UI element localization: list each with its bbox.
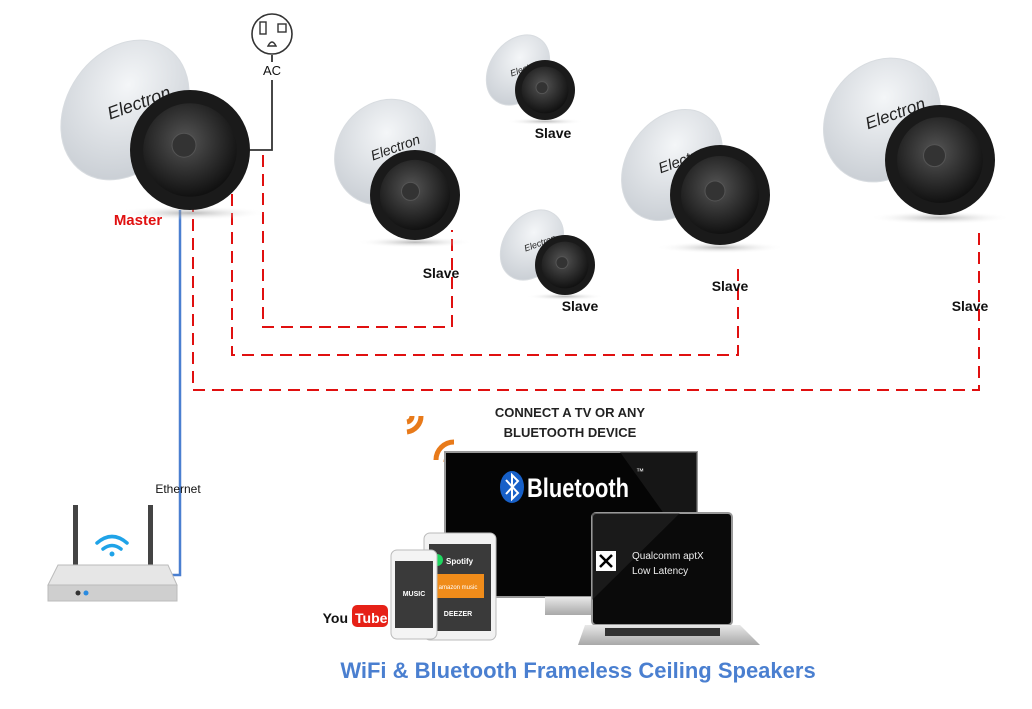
speaker-shadow	[868, 211, 1012, 225]
slave-speaker-3: Electron	[499, 209, 604, 301]
tv-trademark: ™	[636, 467, 644, 476]
speaker-tweeter	[923, 144, 946, 168]
master-label: Master	[114, 212, 163, 229]
bluetooth-heading-line2: BLUETOOTH DEVICE	[504, 425, 637, 440]
youtube-tube: Tube	[355, 610, 388, 626]
bluetooth-heading-line1: CONNECT A TV OR ANY	[495, 405, 646, 420]
slave-label-2: Slave	[535, 125, 572, 141]
slave-label-5: Slave	[952, 298, 989, 314]
ac-label: AC	[263, 63, 281, 78]
ac-outlet-icon	[251, 13, 293, 55]
phone-app-music: MUSIC	[403, 591, 426, 598]
ethernet-label: Ethernet	[155, 482, 201, 496]
laptop-text-line2: Low Latency	[632, 566, 688, 577]
slave-label-3: Slave	[562, 298, 599, 314]
slave-label-1: Slave	[423, 265, 460, 281]
wifi-icon	[95, 534, 129, 557]
speaker-tweeter	[401, 181, 420, 201]
ethernet-cable	[168, 210, 182, 577]
tv-bluetooth-text: Bluetooth	[527, 473, 629, 503]
slave-label-4: Slave	[712, 278, 749, 294]
link-master-slave-4	[231, 175, 739, 356]
slave-speaker-4: Electron	[621, 108, 785, 254]
tablet-app-spotify: Spotify	[446, 557, 474, 566]
router-icon	[47, 505, 178, 602]
slave-speaker-5: Electron	[823, 57, 1012, 225]
laptop-icon	[578, 512, 760, 645]
laptop-text-line1: Qualcomm aptX	[632, 551, 704, 562]
speaker-shadow	[655, 241, 785, 254]
ac-cable	[245, 80, 273, 151]
speaker-tweeter	[555, 256, 569, 270]
speaker-shadow	[506, 117, 584, 126]
speaker-tweeter	[171, 132, 197, 158]
speaker-tweeter	[704, 180, 726, 202]
speaker-tweeter	[535, 81, 549, 95]
speaker-links	[192, 155, 980, 391]
page-title: WiFi & Bluetooth Frameless Ceiling Speak…	[340, 658, 815, 683]
tablet-app-amazon: amazon music	[439, 585, 478, 591]
youtube-logo-icon	[352, 605, 388, 627]
link-master-slave-5	[192, 200, 980, 391]
master-speaker: Electron	[60, 39, 268, 221]
slave-speaker-2: Electron	[485, 34, 584, 126]
speaker-shadow	[526, 292, 604, 301]
slave-speaker-1: Electron	[334, 98, 474, 248]
youtube-you: You	[323, 610, 348, 626]
bluetooth-logo-icon	[500, 471, 524, 503]
speaker-shadow	[356, 236, 474, 248]
speaker-shadow	[112, 205, 268, 221]
link-master-slave-1	[262, 155, 453, 328]
tablet-app-deezer: DEEZER	[444, 611, 472, 618]
phone-icon	[390, 549, 438, 640]
tablet-icon	[423, 532, 497, 641]
